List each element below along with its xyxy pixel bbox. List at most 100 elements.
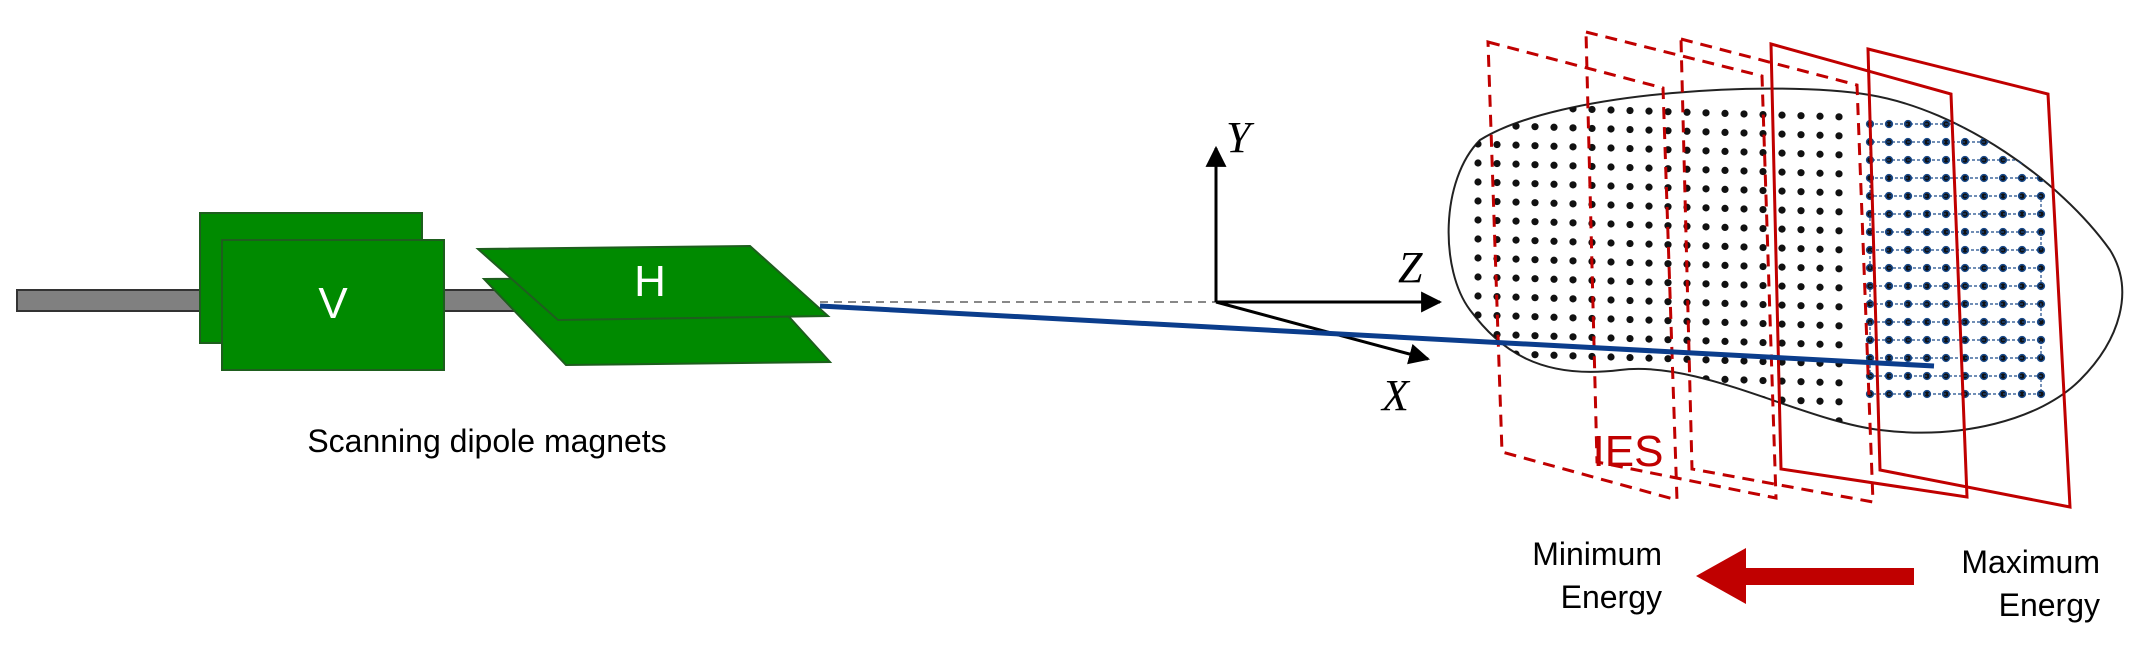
beam-spot: [1474, 368, 1482, 376]
beam-spot: [1816, 264, 1824, 272]
beam-spot: [1721, 204, 1729, 213]
beam-spot: [1740, 395, 1748, 403]
beam-spot: [1550, 237, 1558, 245]
beam-spot: [1569, 162, 1577, 170]
beam-spot: [1683, 412, 1691, 420]
beam-spot: [1550, 161, 1558, 169]
beam-spot: [1512, 217, 1520, 225]
serpentine-scan-line: [1869, 123, 2042, 395]
beam-spot: [1645, 259, 1653, 267]
beam-spot: [1816, 378, 1824, 386]
beam-spot: [1759, 167, 1767, 176]
beam-spot: [1797, 245, 1805, 253]
ies-label: IES: [1593, 427, 1664, 476]
beam-spot: [1531, 199, 1539, 207]
beam-spot: [1740, 110, 1748, 118]
beam-spot: [1816, 397, 1824, 405]
beam-spot: [1816, 245, 1824, 253]
energy-layer-2: [1584, 30, 1778, 500]
beam-spot: [1740, 224, 1748, 232]
beam-spot: [1645, 354, 1653, 362]
beam-spot: [1740, 243, 1748, 251]
z-axis-label: Z: [1398, 243, 1423, 292]
beam-spot: [1569, 409, 1577, 417]
beam-spot: [1664, 374, 1672, 382]
beam-spot: [1797, 435, 1804, 442]
beam-spot: [1569, 371, 1577, 379]
beam-spot: [1778, 111, 1786, 119]
beam-spot: [1778, 263, 1786, 271]
beam-spot: [1531, 104, 1539, 112]
beam-spot: [1645, 126, 1653, 134]
beam-spot: [1797, 378, 1805, 386]
beam-spot: [1759, 414, 1767, 423]
beam-spot: [1550, 142, 1558, 150]
beam-spot: [1645, 221, 1653, 229]
beam-spot: [1645, 183, 1653, 191]
energy-direction-arrow: [1696, 548, 1914, 604]
beam-spot: [1835, 379, 1843, 387]
beam-spot: [1512, 103, 1520, 111]
beam-spot: [1740, 300, 1748, 308]
beam-spot: [1493, 197, 1501, 206]
beam-spot: [1797, 397, 1805, 405]
beam-spot: [1550, 332, 1558, 340]
beam-spot: [1531, 275, 1539, 283]
energy-layers: [1486, 30, 2072, 509]
beam-spot: [1626, 277, 1634, 286]
beam-spot: [1531, 332, 1539, 340]
beam-spot: [1531, 237, 1539, 245]
beam-spot: [1835, 113, 1843, 121]
x-axis-arrow: [1215, 300, 1431, 365]
vertical-magnet-label: V: [318, 279, 348, 328]
beam-spot: [1797, 416, 1805, 424]
beam-spot: [1740, 338, 1748, 346]
energy-layer-3: [1679, 37, 1875, 504]
beam-spot: [1569, 238, 1577, 246]
beam-spot: [1626, 239, 1634, 248]
beam-spot: [1835, 436, 1842, 443]
beam-spot: [1740, 414, 1748, 422]
beam-spot: [1721, 375, 1729, 384]
beam-spot: [1702, 432, 1710, 433]
beam-spot: [1512, 160, 1520, 168]
beam-spot: [1835, 170, 1843, 178]
beam-spot: [1531, 351, 1539, 359]
beam-spot: [1588, 105, 1596, 114]
beam-spot: [1740, 357, 1748, 365]
beam-spot: [1607, 315, 1615, 323]
beam-spot: [1607, 277, 1615, 285]
beam-spot: [1531, 180, 1539, 188]
beam-spot: [1474, 159, 1482, 167]
beam-spot: [1778, 168, 1786, 176]
vertical-dipole-magnet: V: [199, 212, 445, 371]
beam-spot: [1607, 220, 1615, 228]
beam-spot: [1645, 335, 1653, 343]
beam-spot: [1550, 275, 1558, 283]
beam-spot: [1550, 218, 1558, 226]
beam-spot: [1740, 376, 1748, 384]
beam-spot: [1474, 425, 1482, 433]
beam-spot: [1835, 246, 1843, 254]
proton-beam: [819, 303, 1935, 369]
beam-spot: [1474, 121, 1482, 129]
beam-spot: [1683, 108, 1691, 116]
beam-spot: [1797, 150, 1805, 158]
beam-spot: [1626, 144, 1634, 153]
beam-spot: [1531, 123, 1539, 131]
beam-spot: [1759, 281, 1767, 290]
beam-spot: [1550, 180, 1558, 188]
beam-spot: [1702, 337, 1710, 345]
beam-spot: [1759, 300, 1767, 309]
beam-spot: [1569, 181, 1577, 189]
beam-spot: [1664, 298, 1672, 306]
beam-spot: [1816, 436, 1823, 443]
beam-spot: [1474, 330, 1482, 338]
beam-spot: [1531, 370, 1539, 378]
beam-spot: [1721, 242, 1729, 251]
beam-spot: [1550, 370, 1558, 378]
beam-spot: [1835, 227, 1843, 235]
beam-spot: [1721, 166, 1729, 175]
beam-spot: [1569, 257, 1577, 265]
beam-spot: [1569, 352, 1577, 360]
